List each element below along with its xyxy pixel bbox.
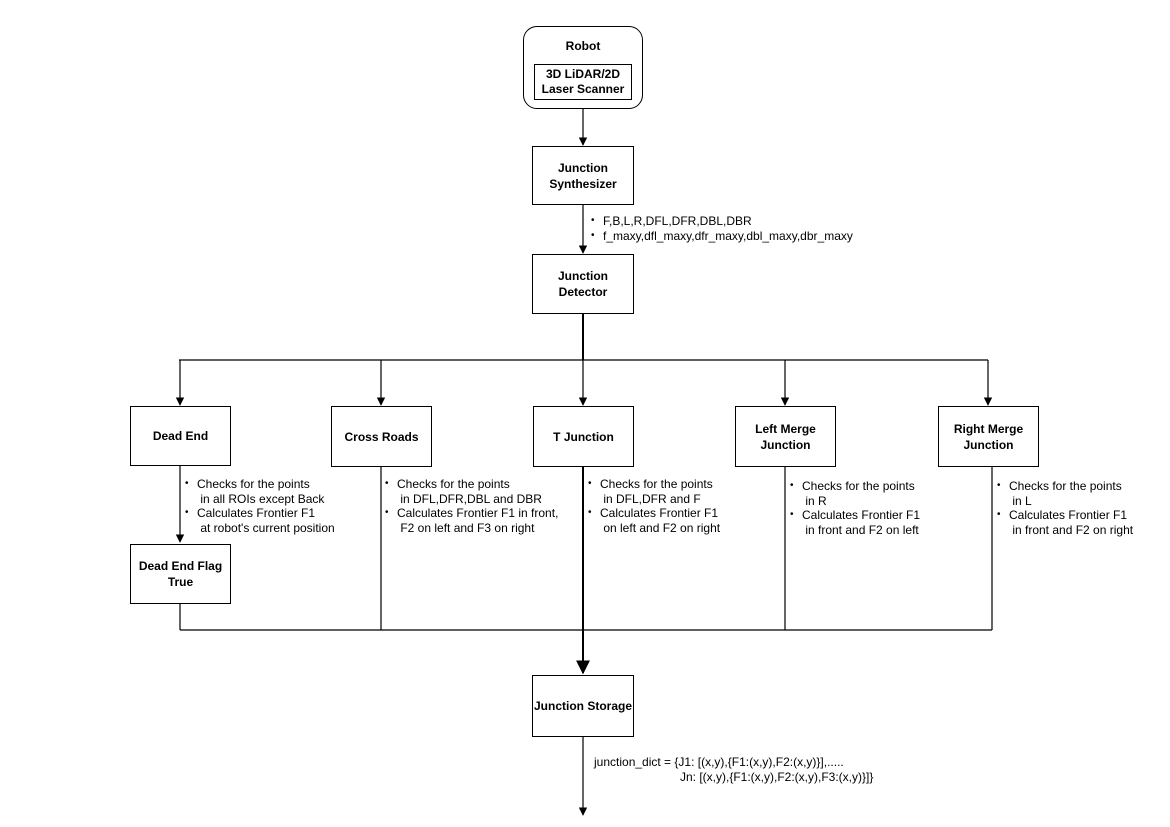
note-item: Checks for the points in L bbox=[995, 479, 1133, 508]
synthesizer-output-list: F,B,L,R,DFL,DFR,DBL,DBR f_maxy,dfl_maxy,… bbox=[589, 214, 853, 243]
left-merge-junction-node: Left Merge Junction bbox=[735, 406, 836, 467]
junction-detector-node: Junction Detector bbox=[532, 254, 634, 314]
note-item: Checks for the points in R bbox=[788, 479, 920, 508]
robot-node: Robot 3D LiDAR/2D Laser Scanner bbox=[523, 26, 643, 109]
note-item: Checks for the points in all ROIs except… bbox=[183, 477, 335, 506]
cross-roads-node: Cross Roads bbox=[331, 406, 432, 467]
dead-end-flag-node: Dead End Flag True bbox=[130, 544, 231, 604]
t-junction-node: T Junction bbox=[533, 406, 634, 467]
synthesizer-output-item: F,B,L,R,DFL,DFR,DBL,DBR bbox=[589, 214, 853, 229]
note-item: Checks for the points in DFL,DFR,DBL and… bbox=[383, 477, 558, 506]
robot-title: Robot bbox=[565, 39, 601, 53]
synthesizer-output-item: f_maxy,dfl_maxy,dfr_maxy,dbl_maxy,dbr_ma… bbox=[589, 229, 853, 244]
t-junction-notes: Checks for the points in DFL,DFR and F C… bbox=[586, 477, 720, 535]
junction-storage-node: Junction Storage bbox=[532, 675, 634, 737]
cross-roads-notes: Checks for the points in DFL,DFR,DBL and… bbox=[383, 477, 558, 535]
dead-end-node: Dead End bbox=[130, 406, 231, 466]
note-item: Checks for the points in DFL,DFR and F bbox=[586, 477, 720, 506]
note-item: Calculates Frontier F1 in front and F2 o… bbox=[788, 508, 920, 537]
right-merge-notes: Checks for the points in L Calculates Fr… bbox=[995, 479, 1133, 537]
note-item: Calculates Frontier F1 in front, F2 on l… bbox=[383, 506, 558, 535]
junction-synthesizer-node: Junction Synthesizer bbox=[532, 146, 634, 205]
junction-dict-line-1: junction_dict = {J1: [(x,y),{F1:(x,y),F2… bbox=[594, 755, 844, 769]
sensor-node: 3D LiDAR/2D Laser Scanner bbox=[534, 64, 632, 100]
right-merge-junction-node: Right Merge Junction bbox=[938, 406, 1039, 467]
junction-dict-line-2: Jn: [(x,y),{F1:(x,y),F2:(x,y),F3:(x,y)}]… bbox=[680, 770, 874, 784]
dead-end-notes: Checks for the points in all ROIs except… bbox=[183, 477, 335, 535]
note-item: Calculates Frontier F1 on left and F2 on… bbox=[586, 506, 720, 535]
note-item: Calculates Frontier F1 in front and F2 o… bbox=[995, 508, 1133, 537]
left-merge-notes: Checks for the points in R Calculates Fr… bbox=[788, 479, 920, 537]
note-item: Calculates Frontier F1 at robot's curren… bbox=[183, 506, 335, 535]
